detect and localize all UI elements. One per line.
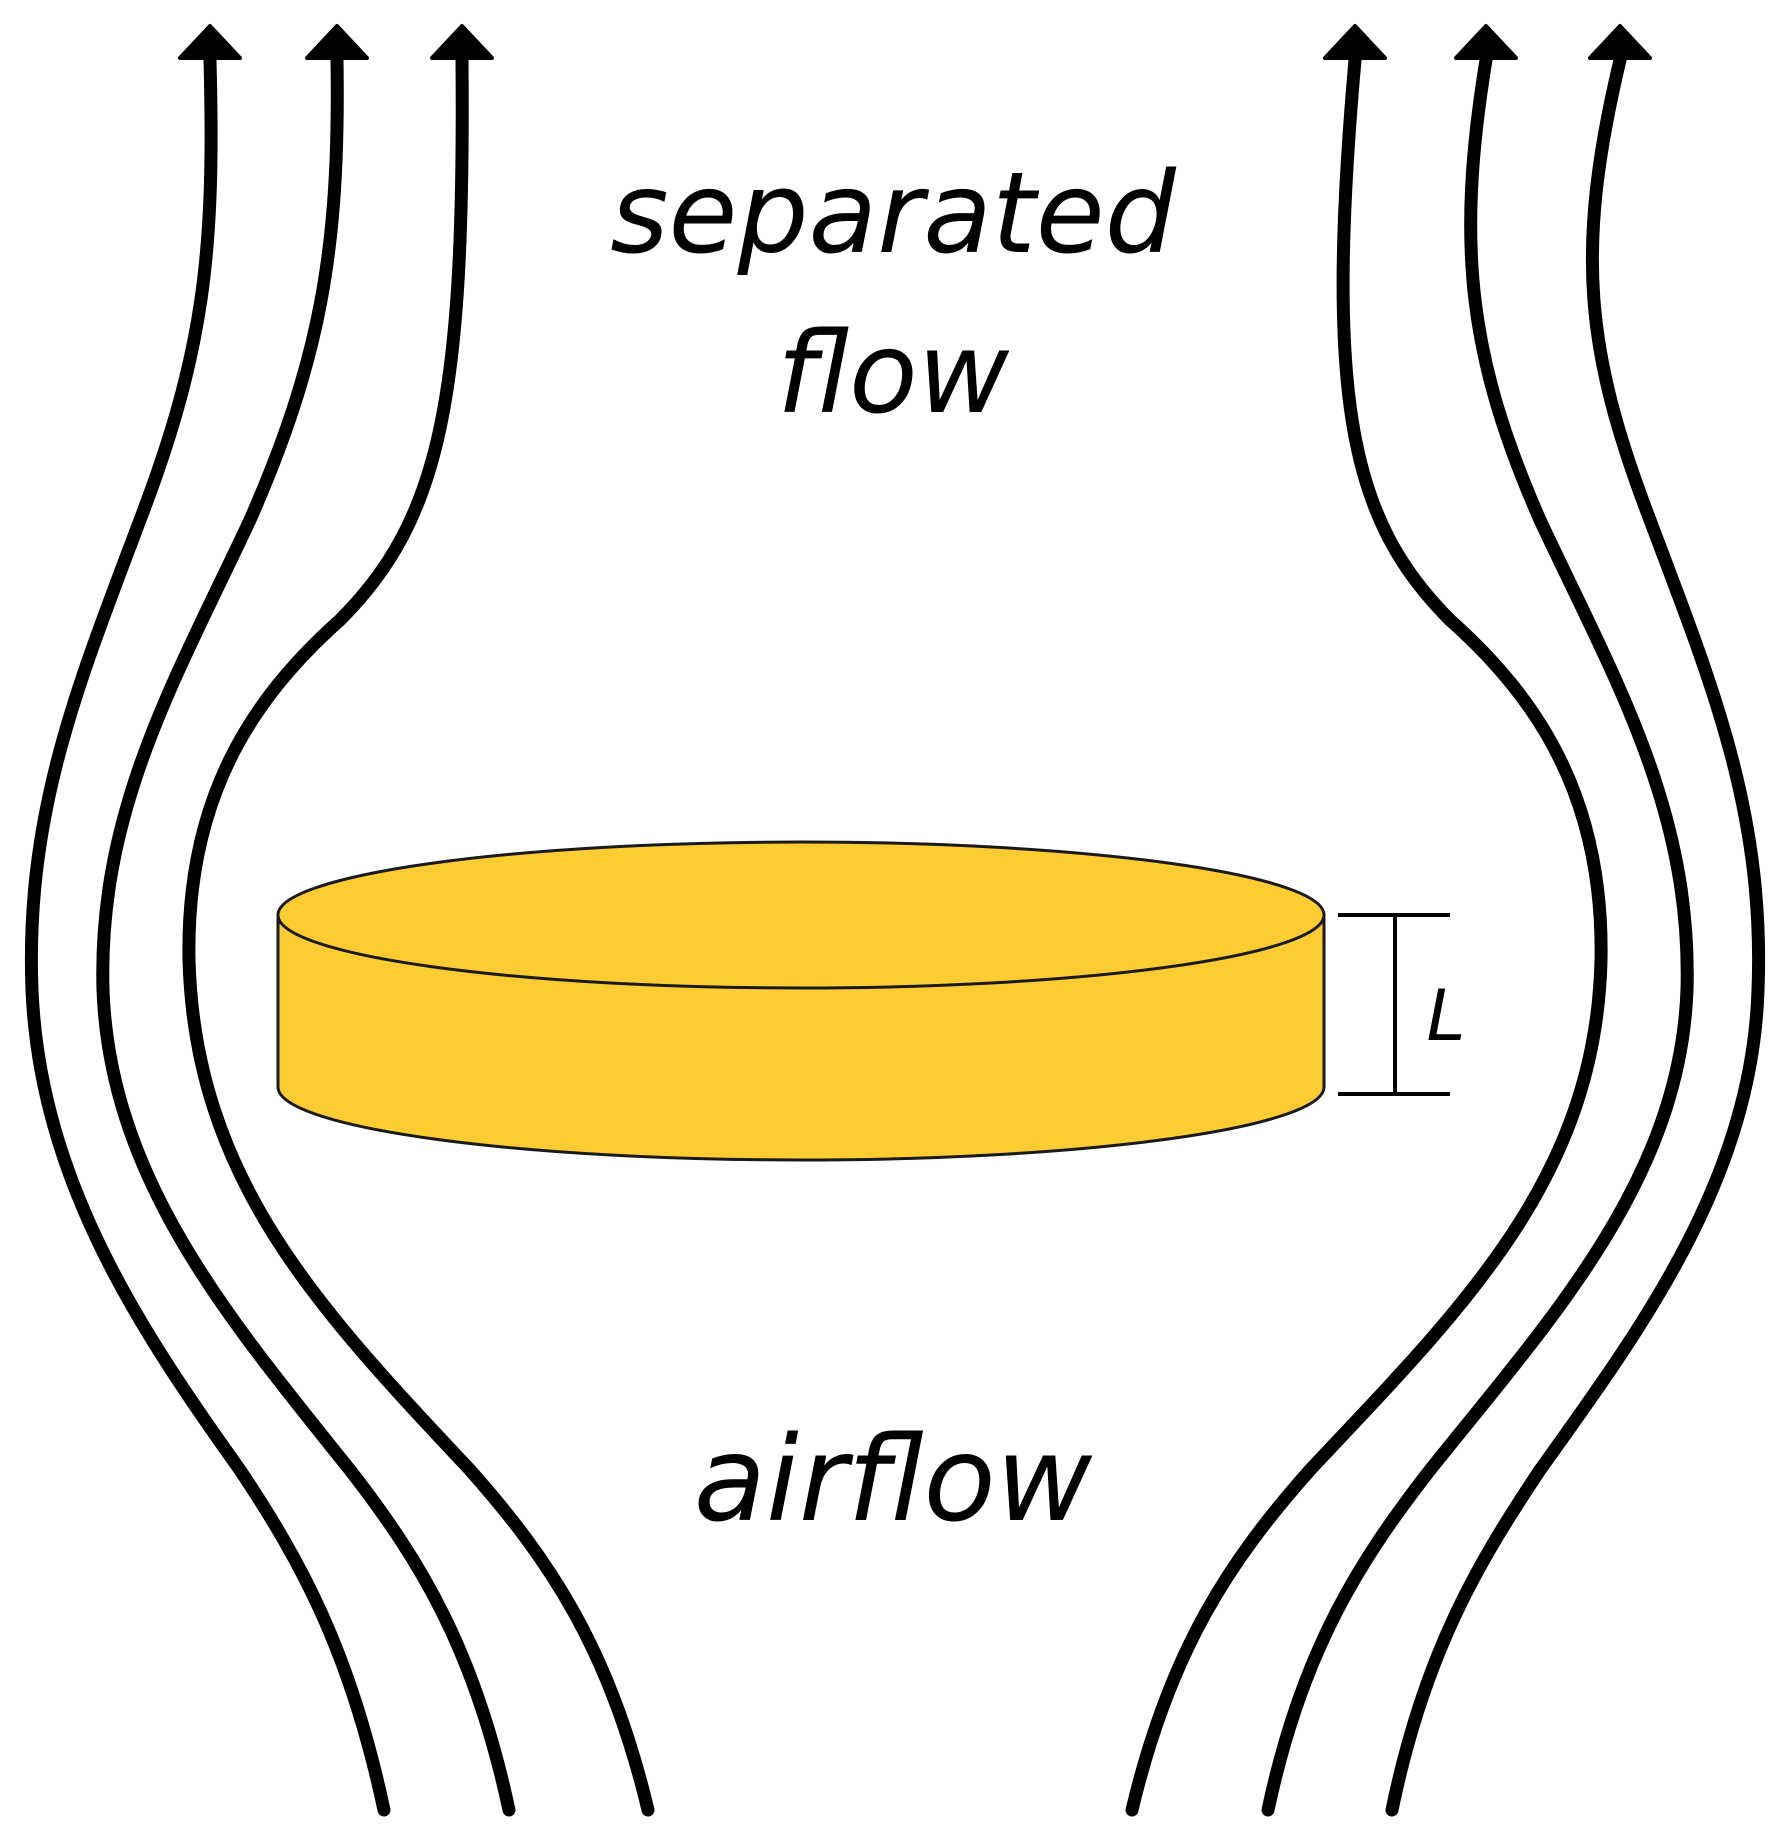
streamline-left-3 <box>182 53 655 1817</box>
arrow-up-icon <box>1588 24 1652 60</box>
streamline-right-2 <box>1261 53 1694 1817</box>
arrow-up-icon <box>1323 24 1387 60</box>
right-streamlines <box>1125 24 1766 1817</box>
dimension-label: L <box>1427 975 1466 1057</box>
separated-flow-label-line2: flow <box>777 309 1010 439</box>
streamline-left-1 <box>24 53 391 1817</box>
arrow-up-icon <box>178 24 242 60</box>
airflow-label: airflow <box>694 1410 1093 1548</box>
disk <box>276 840 1326 1162</box>
arrow-up-icon <box>305 24 369 60</box>
thickness-dimension: L <box>1338 913 1466 1096</box>
left-streamlines <box>24 24 655 1817</box>
streamline-left-2 <box>96 53 516 1817</box>
streamline-right-1 <box>1125 53 1608 1817</box>
disk-top <box>276 840 1326 990</box>
arrow-up-icon <box>430 24 494 60</box>
separated-flow-label-line1: separated <box>610 149 1176 279</box>
streamline-right-3 <box>1385 53 1766 1817</box>
arrow-up-icon <box>1454 24 1518 60</box>
